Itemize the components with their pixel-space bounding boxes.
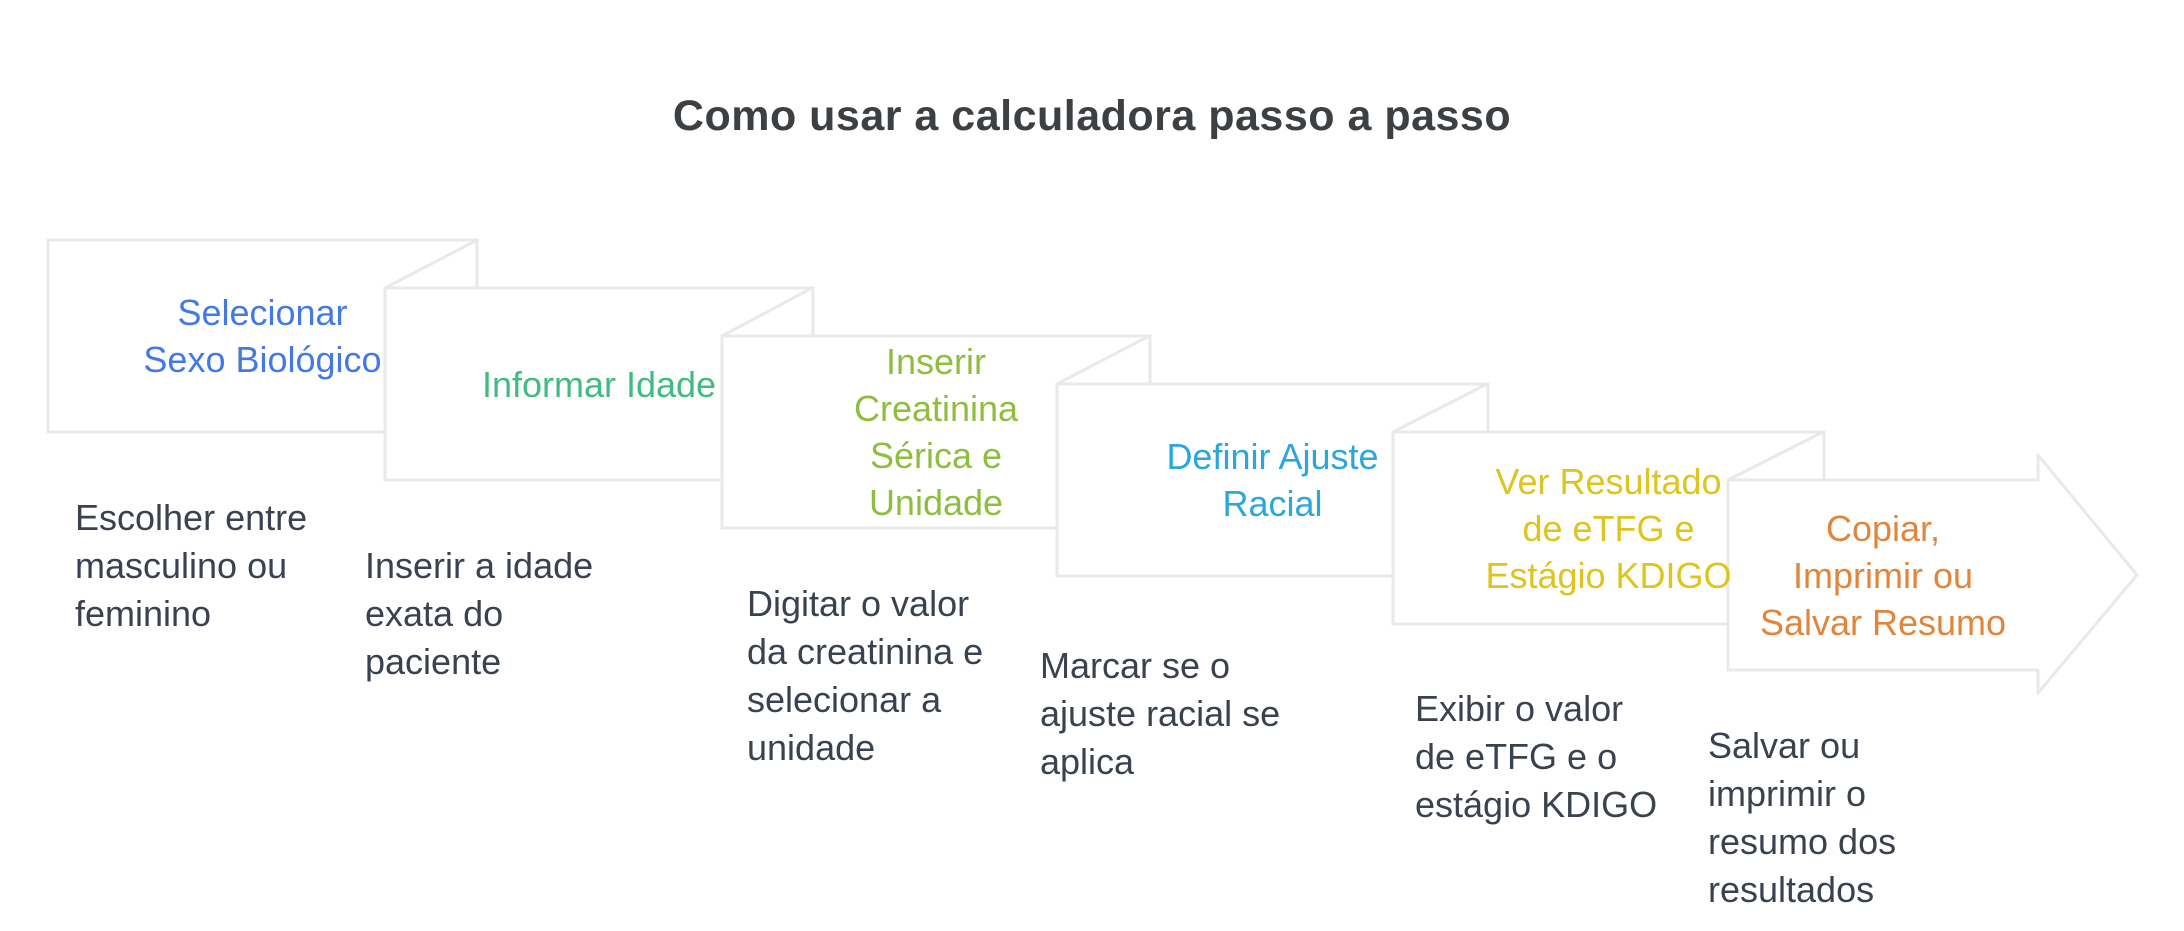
step-3-description: Digitar o valor da creatinina e selecion…	[747, 583, 984, 768]
step-6-arrow	[1726, 453, 2139, 695]
step-3-fold-line	[1056, 334, 1150, 386]
step-6-label: Copiar, Imprimir ou Salvar Resumo	[1759, 507, 2007, 643]
step-5-description: Exibir o valor de eTFG e o estágio KDIGO	[1415, 688, 1658, 825]
step-4-fold-line	[1392, 382, 1488, 434]
page-title: Como usar a calculadora passo a passo	[672, 92, 1512, 140]
step-5-label: Ver Resultado de eTFG e Estágio KDIGO	[1485, 460, 1732, 596]
step-2-label: Informar Idade	[481, 363, 717, 405]
step-2-fold-line	[721, 286, 813, 338]
step-1-description: Escolher entre masculino ou feminino	[75, 497, 308, 634]
step-6-description: Salvar ou imprimir o resumo dos resultad…	[1708, 725, 1897, 910]
step-2-description: Inserir a idade exata do paciente	[365, 545, 594, 682]
step-5-fold-line	[1727, 430, 1824, 482]
step-4-description: Marcar se o ajuste racial se aplica	[1040, 645, 1281, 782]
step-3-label: Inserir Creatinina Sérica e Unidade	[853, 341, 1019, 523]
step-1-label: Selecionar Sexo Biológico	[143, 292, 382, 380]
step-1-fold-line	[384, 238, 478, 290]
step-4-label: Definir Ajuste Racial	[1166, 436, 1379, 524]
